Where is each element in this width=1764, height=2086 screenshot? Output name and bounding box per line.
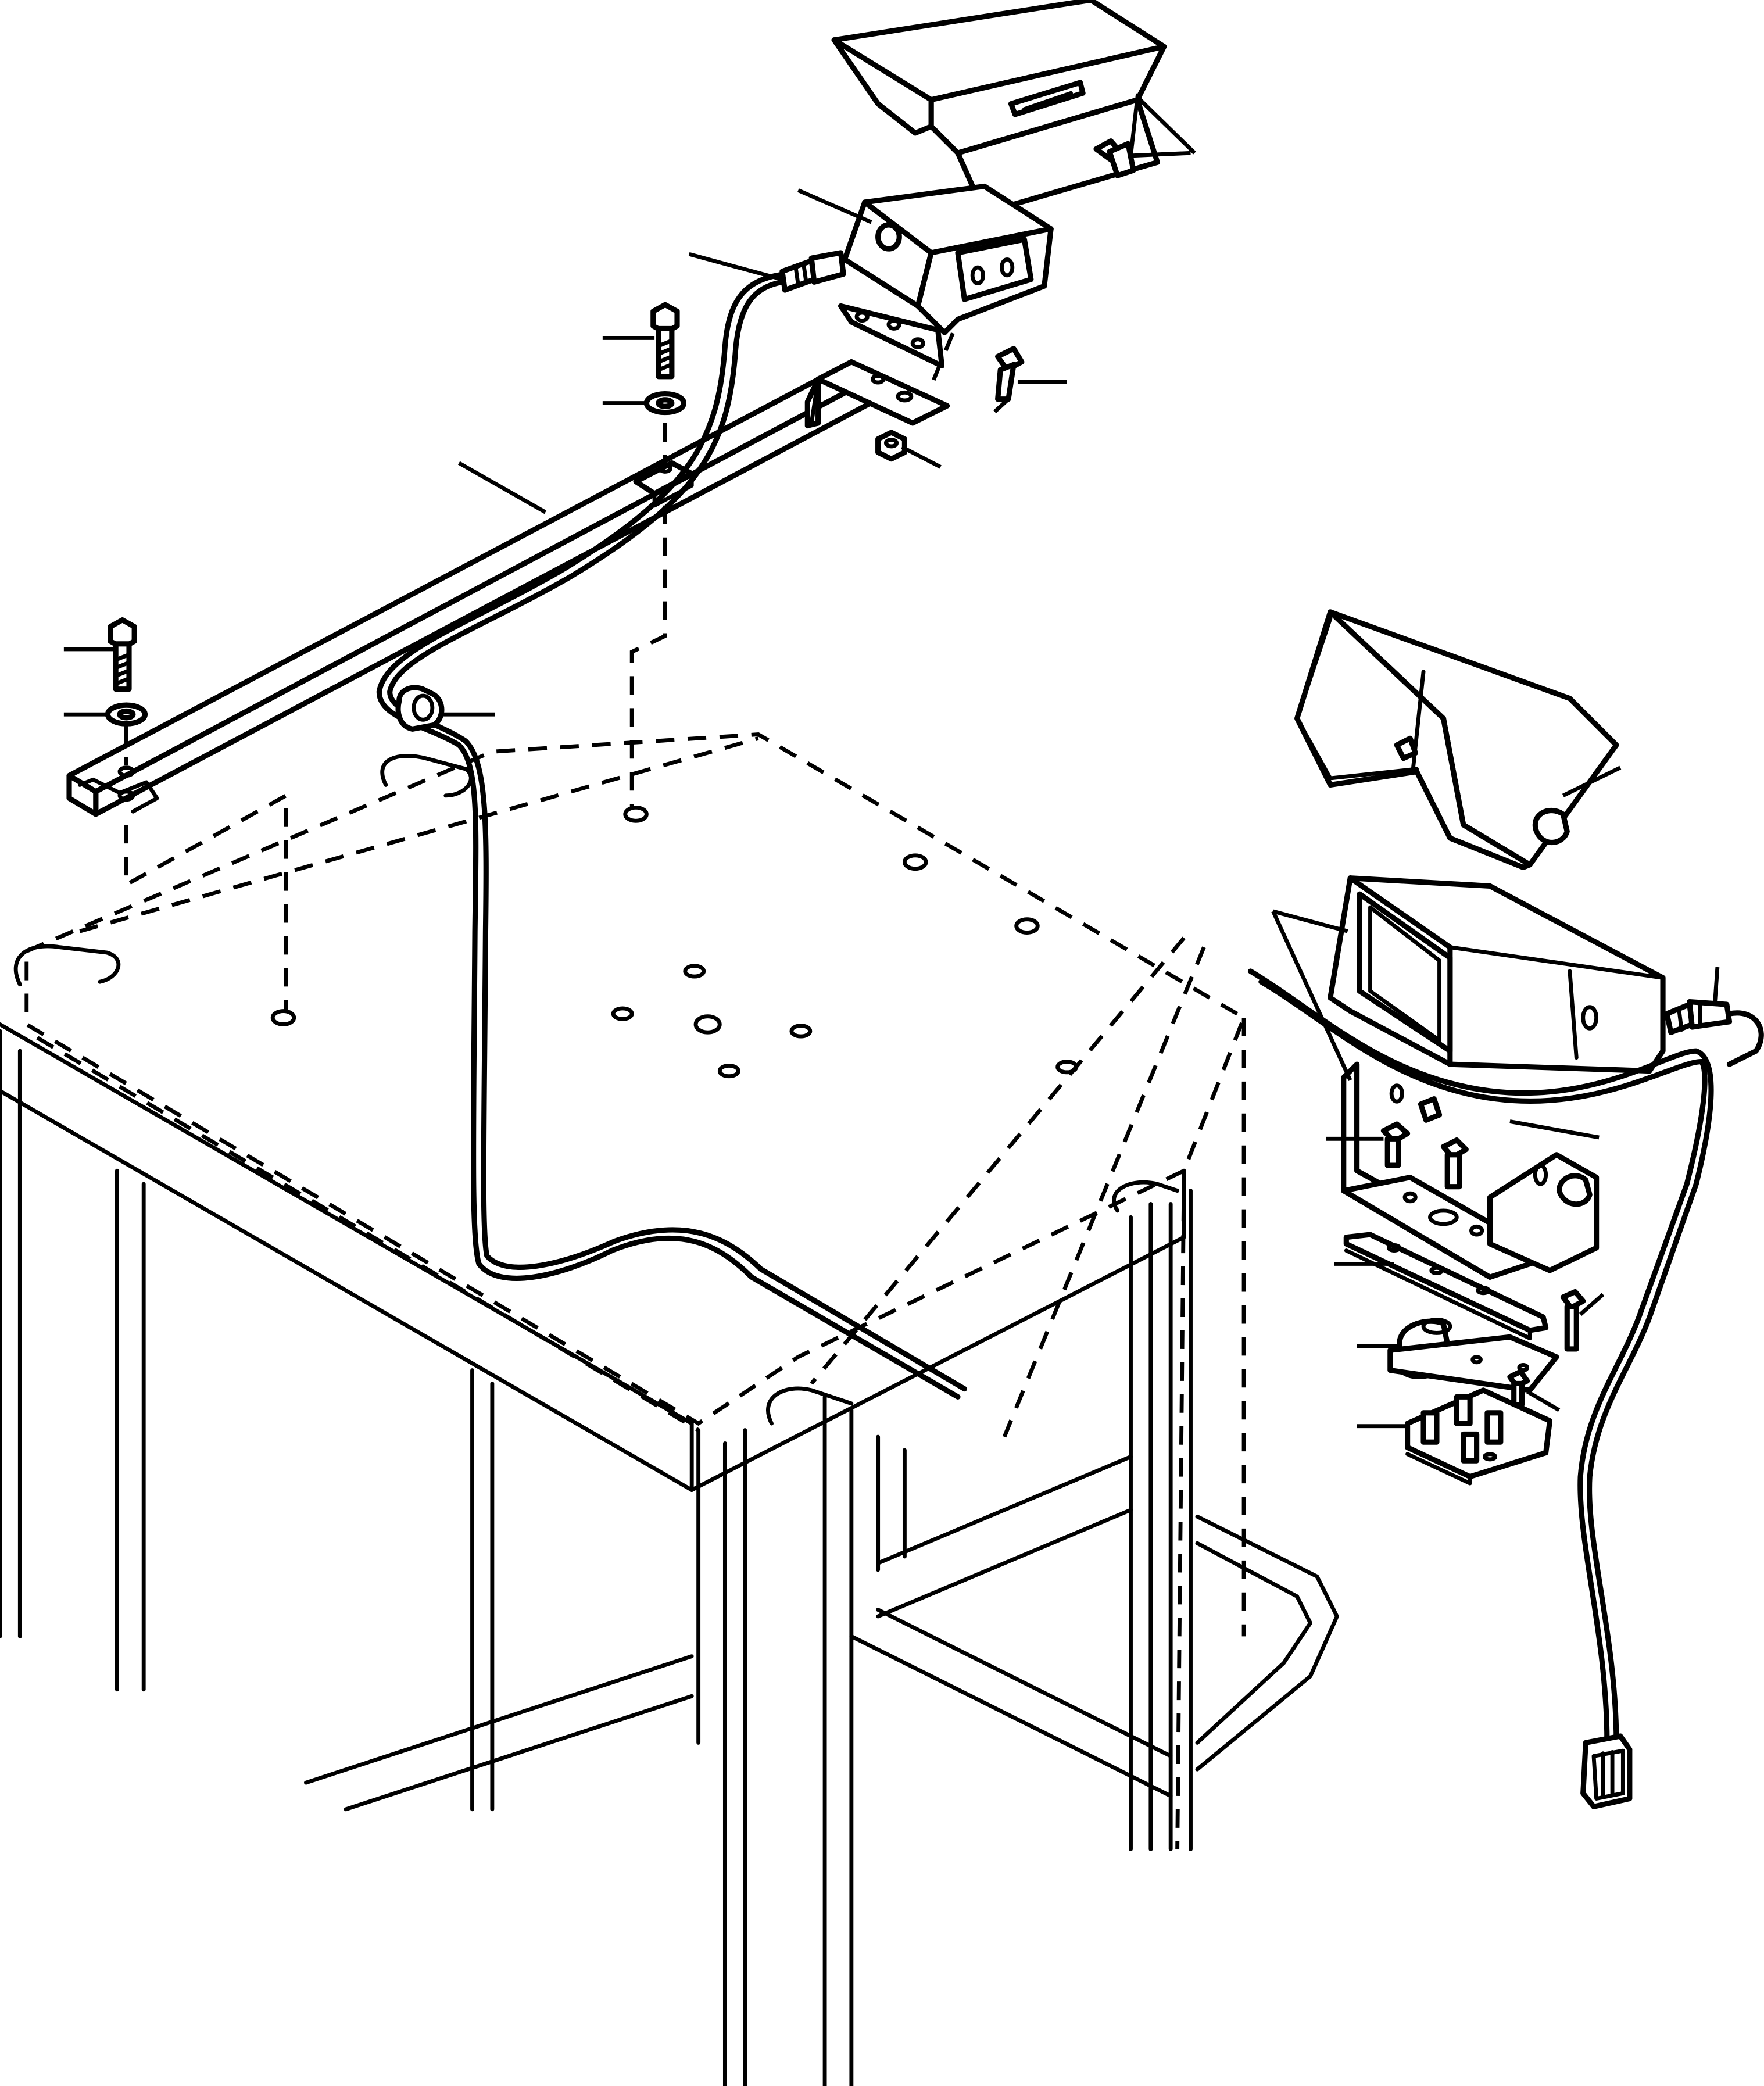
bolt-light-top	[995, 346, 1025, 402]
light-hood-top	[831, 0, 1167, 216]
base-plate-right	[1405, 1387, 1553, 1486]
nut-top	[875, 430, 907, 462]
bolts-bracket-right	[1380, 1096, 1469, 1190]
bolt-middle	[650, 302, 680, 380]
cab-frame	[0, 754, 1339, 2086]
plate-right	[1343, 1232, 1549, 1341]
bolt-long-right	[1560, 1289, 1586, 1352]
mount-bracket-right	[1341, 1061, 1600, 1280]
bolt-small-right	[1507, 1369, 1530, 1408]
mounting-bar	[66, 359, 950, 817]
wire-right	[1247, 968, 1764, 1746]
plug-connector	[1580, 1733, 1633, 1809]
light-hood-right	[1294, 609, 1619, 870]
leader-lines	[63, 92, 1720, 1429]
connector-top	[779, 250, 846, 293]
wire-harness	[376, 271, 967, 1400]
work-light-top	[838, 183, 1054, 369]
connector-right	[1664, 999, 1733, 1035]
bolt-left	[108, 617, 137, 692]
work-light-right	[1328, 875, 1666, 1074]
screw-hood	[1093, 138, 1136, 178]
washer-left	[105, 702, 148, 727]
cab-roof-outline	[24, 732, 1247, 1849]
washer-middle	[643, 391, 687, 416]
